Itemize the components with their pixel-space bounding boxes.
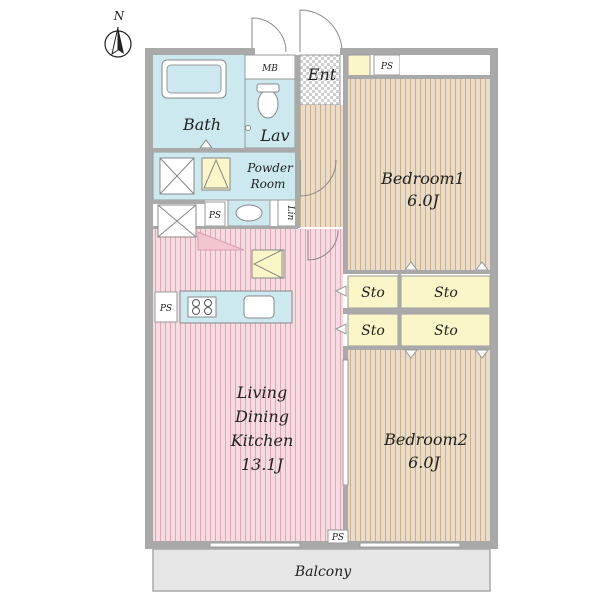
kitchen-sink [243, 295, 275, 319]
sto-1-label: Sto [361, 285, 385, 301]
mb-door-swing [251, 17, 287, 53]
wall-south [145, 541, 498, 549]
entrance-tile [299, 54, 341, 106]
powder-label-2: Room [250, 177, 286, 191]
compass-label: N [113, 9, 125, 23]
ldk-label-2: Dining [234, 407, 289, 426]
ps-kitchen-label: PS [159, 304, 172, 314]
toilet-tank [256, 83, 280, 93]
toilet-bowl [257, 89, 279, 119]
ent-label: Ent [307, 65, 337, 84]
bedroom2-window [359, 542, 461, 548]
bath-label: Bath [182, 115, 221, 134]
ldk-window [209, 542, 301, 548]
powder-label-1: Powder [246, 161, 294, 175]
powder-door-swing [299, 159, 337, 197]
wall-powder-ldk [153, 200, 205, 204]
powder-storage [201, 157, 231, 191]
hallway-floor [298, 105, 346, 227]
balcony-label: Balcony [294, 564, 352, 580]
ps-kitchen-box [154, 291, 178, 323]
wall-north-right [340, 48, 498, 55]
ldk-door-swing [307, 229, 339, 261]
wall-west [145, 48, 153, 548]
sto-4-box [400, 313, 491, 347]
bedroom1-floor [348, 75, 490, 270]
wall-north-left [145, 48, 255, 55]
wall-hall-bedroom1 [343, 55, 348, 230]
ps-powder-label: PS [208, 211, 221, 221]
wall-bath-powder [153, 148, 298, 152]
sliding-door [342, 359, 349, 486]
wall-east [490, 48, 498, 548]
bedroom1-name: Bedroom1 [380, 169, 465, 188]
mb-label: MB [261, 64, 278, 74]
sto-3-label: Sto [361, 323, 385, 339]
ldk-floor [153, 229, 343, 541]
ps-bottom-box [327, 529, 349, 544]
bedroom2-floor [348, 350, 490, 541]
ldk-label-3: Kitchen [230, 431, 294, 450]
bedroom2-name: Bedroom2 [383, 430, 468, 449]
stove [187, 296, 217, 318]
ps-top-label: PS [380, 62, 393, 72]
bedroom1-size: 6.0J [407, 191, 440, 210]
vanity-sink [235, 204, 263, 222]
ps-bottom-label: PS [331, 533, 344, 543]
wall-wet-core [295, 55, 300, 228]
ldk-pantry [251, 249, 285, 279]
wall-vanity-ldk [153, 226, 298, 229]
north-compass: N [104, 9, 132, 58]
bathtub-inner [166, 64, 222, 94]
lav-label: Lav [259, 126, 289, 145]
ldk-size-label: 13.1J [241, 455, 285, 474]
sto-2-label: Sto [434, 285, 458, 301]
sto-2-box [400, 275, 491, 309]
balcony-area [152, 548, 491, 592]
compass-needle-right [118, 27, 124, 54]
ldk-label-1: Living [236, 383, 287, 402]
north-window-gap [400, 55, 490, 75]
entrance-door-swing [299, 9, 343, 53]
entrance-door-swings [251, 9, 343, 53]
sto-4-label: Sto [434, 323, 458, 339]
lin-label: Lin [285, 205, 295, 221]
ldk-counter-corner [197, 231, 245, 251]
lav-door-knob [245, 125, 251, 131]
bedroom2-size: 6.0J [408, 453, 441, 472]
